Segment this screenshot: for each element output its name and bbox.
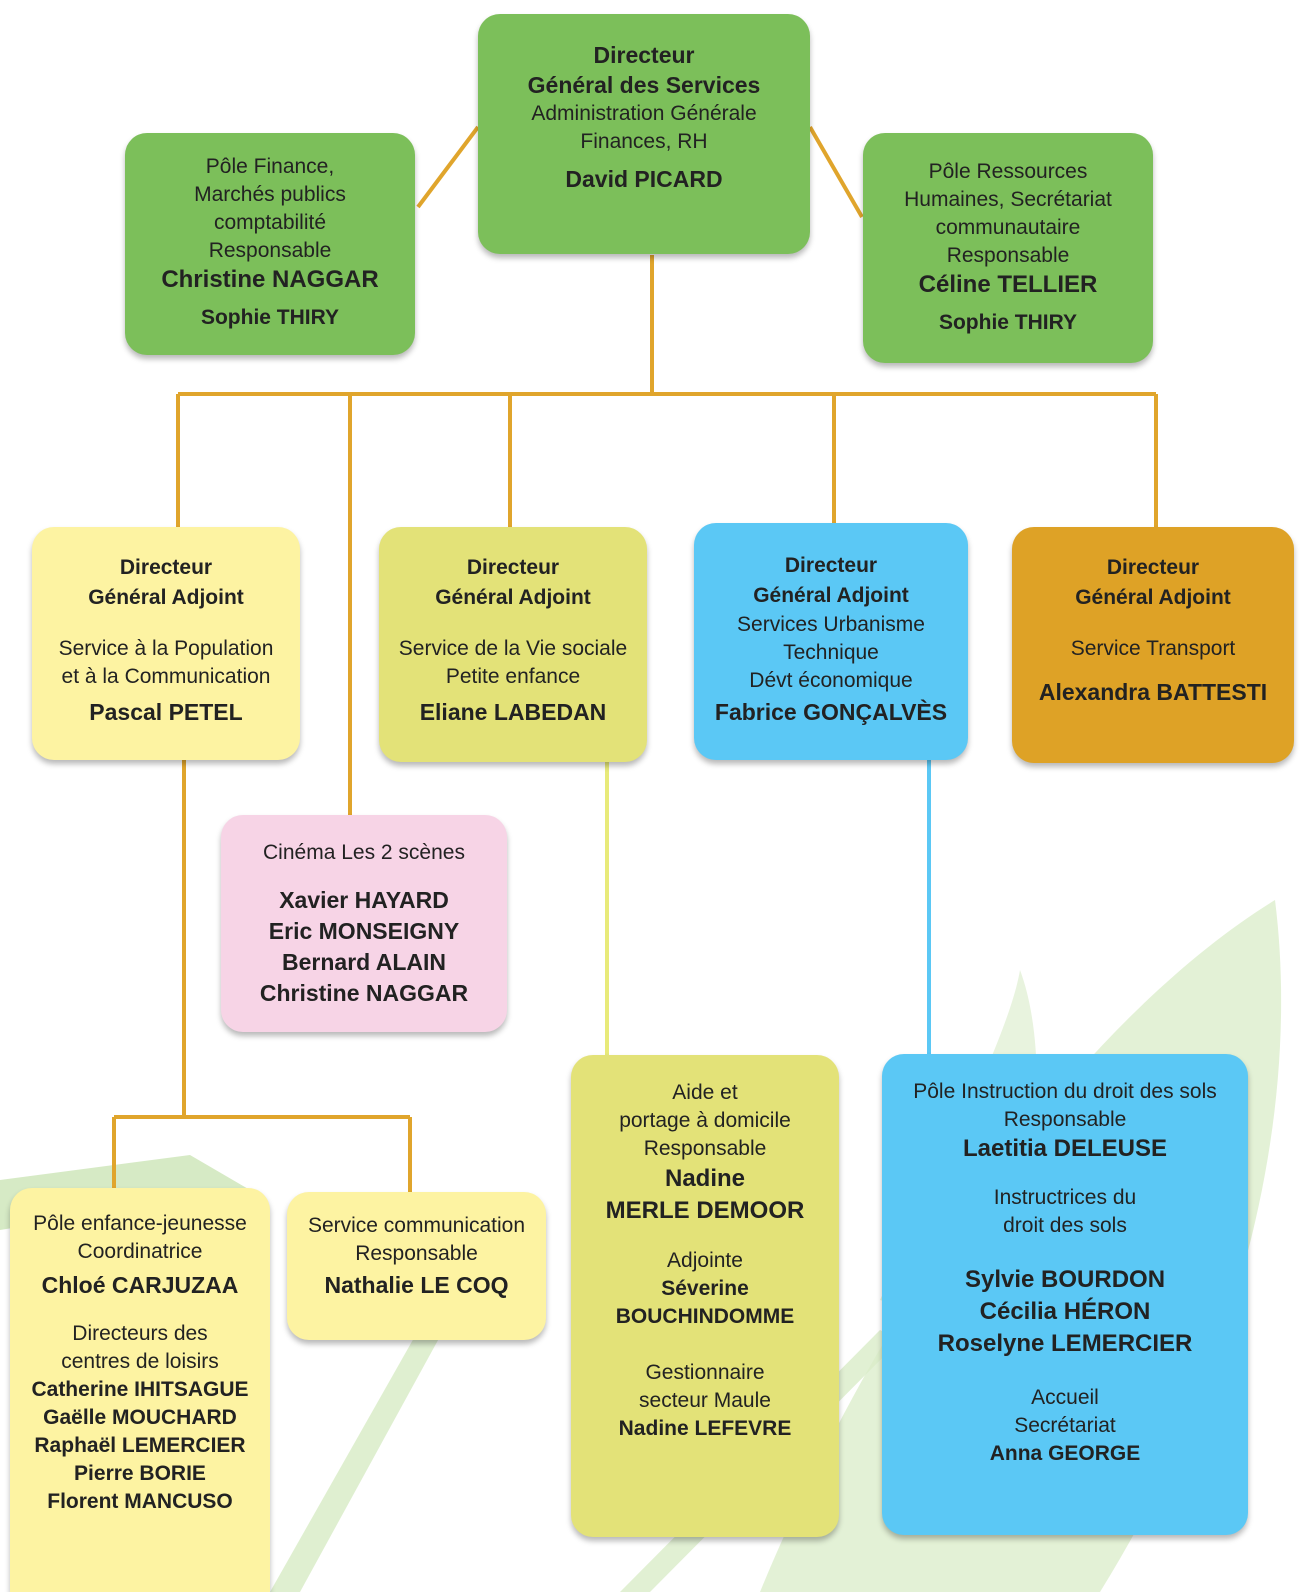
enfance-name: Chloé CARJUZAA — [41, 1272, 239, 1298]
dga-transport-name: Alexandra BATTESTI — [1038, 679, 1268, 705]
dga-urbanisme-scope-3: Dévt économique — [749, 669, 913, 692]
rh-line-4: Responsable — [946, 244, 1070, 267]
aide-name-2: MERLE DEMOOR — [605, 1197, 805, 1224]
dgs-scope-1: Administration Générale — [531, 102, 757, 125]
cinema-name-4: Christine NAGGAR — [259, 980, 469, 1006]
aide-name-3: Séverine — [661, 1277, 749, 1300]
dga-population-box: Directeur Général Adjoint Service à la P… — [32, 527, 300, 760]
aide-line-1: Aide et — [672, 1081, 738, 1104]
enfance-box: Pôle enfance-jeunesse Coordinatrice Chlo… — [10, 1188, 270, 1592]
dga-urbanisme-name: Fabrice GONÇALVÈS — [714, 699, 948, 725]
sols-line-4: droit des sols — [1003, 1214, 1127, 1237]
rh-line-2: Humaines, Secrétariat — [904, 188, 1112, 211]
rh-name: Céline TELLIER — [918, 271, 1098, 298]
dga-urbanisme-title-2: Général Adjoint — [753, 584, 909, 607]
sols-name: Laetitia DELEUSE — [962, 1135, 1168, 1162]
sols-line-2: Responsable — [1003, 1108, 1127, 1131]
communication-line-2: Responsable — [355, 1242, 478, 1265]
dga-population-scope-2: et à la Communication — [61, 665, 271, 688]
enfance-director-3: Raphaël LEMERCIER — [34, 1434, 246, 1457]
finance-line-4: Responsable — [208, 239, 332, 262]
enfance-line-4: centres de loisirs — [61, 1350, 219, 1373]
communication-line-1: Service communication — [307, 1214, 526, 1237]
finance-line-3: comptabilité — [213, 211, 327, 234]
rh-line-1: Pôle Ressources — [928, 160, 1088, 183]
dga-population-title-2: Général Adjoint — [88, 586, 244, 609]
dgs-title-1: Directeur — [593, 42, 695, 68]
dga-social-scope-2: Petite enfance — [445, 665, 581, 688]
enfance-director-4: Pierre BORIE — [74, 1462, 206, 1485]
dga-population-name: Pascal PETEL — [89, 699, 243, 725]
dga-urbanisme-box: Directeur Général Adjoint Services Urban… — [694, 523, 968, 760]
sols-instructor-2: Cécilia HÉRON — [979, 1298, 1151, 1325]
sols-instructor-1: Sylvie BOURDON — [964, 1266, 1166, 1293]
dgs-title-2: Général des Services — [527, 72, 761, 98]
cinema-box: Cinéma Les 2 scènes Xavier HAYARD Eric M… — [221, 815, 507, 1032]
aide-line-4: Adjointe — [667, 1249, 743, 1272]
rh-name-2: Sophie THIRY — [938, 311, 1078, 334]
dga-population-title-1: Directeur — [119, 556, 213, 579]
sols-line-5: Accueil — [1031, 1386, 1099, 1409]
dga-urbanisme-title-1: Directeur — [784, 554, 878, 577]
finance-box: Pôle Finance, Marchés publics comptabili… — [125, 133, 415, 355]
enfance-line-1: Pôle enfance-jeunesse — [33, 1212, 247, 1235]
communication-name: Nathalie LE COQ — [324, 1272, 509, 1298]
rh-box: Pôle Ressources Humaines, Secrétariat co… — [863, 133, 1153, 363]
dga-transport-scope: Service Transport — [1070, 637, 1236, 660]
finance-name: Christine NAGGAR — [161, 266, 379, 293]
enfance-director-1: Catherine IHITSAGUE — [31, 1378, 249, 1401]
sols-line-1: Pôle Instruction du droit des sols — [913, 1080, 1217, 1103]
sols-line-3: Instructrices du — [993, 1186, 1137, 1209]
sols-name-2: Anna GEORGE — [989, 1442, 1141, 1465]
aide-line-5: Gestionnaire — [645, 1361, 765, 1384]
enfance-line-3: Directeurs des — [72, 1322, 208, 1345]
aide-box: Aide et portage à domicile Responsable N… — [571, 1055, 839, 1537]
communication-box: Service communication Responsable Nathal… — [287, 1192, 546, 1340]
rh-line-3: communautaire — [935, 216, 1081, 239]
cinema-name-2: Eric MONSEIGNY — [268, 918, 460, 944]
aide-name-5: Nadine LEFEVRE — [618, 1417, 792, 1440]
dga-social-name: Eliane LABEDAN — [419, 699, 607, 725]
dga-urbanisme-scope-1: Services Urbanisme — [737, 613, 925, 636]
dgs-scope-2: Finances, RH — [580, 130, 708, 153]
enfance-director-2: Gaëlle MOUCHARD — [43, 1406, 237, 1429]
dgs-box: Directeur Général des Services Administr… — [478, 14, 810, 254]
cinema-title: Cinéma Les 2 scènes — [263, 841, 465, 864]
dga-population-scope-1: Service à la Population — [58, 637, 274, 660]
dga-transport-box: Directeur Général Adjoint Service Transp… — [1012, 527, 1294, 763]
enfance-director-5: Florent MANCUSO — [47, 1490, 233, 1513]
aide-line-3: Responsable — [643, 1137, 767, 1160]
dga-social-title-2: Général Adjoint — [435, 586, 591, 609]
cinema-name-3: Bernard ALAIN — [282, 949, 446, 975]
dga-social-box: Directeur Général Adjoint Service de la … — [379, 527, 647, 762]
dgs-name: David PICARD — [565, 166, 723, 192]
finance-name-2: Sophie THIRY — [200, 306, 340, 329]
finance-line-1: Pôle Finance, — [205, 155, 335, 178]
sols-instructor-3: Roselyne LEMERCIER — [937, 1330, 1193, 1357]
dga-urbanisme-scope-2: Technique — [783, 641, 879, 664]
leaf-stripe — [270, 1292, 460, 1592]
finance-line-2: Marchés publics — [194, 183, 346, 206]
cinema-name-1: Xavier HAYARD — [279, 887, 449, 913]
aide-line-2: portage à domicile — [619, 1109, 791, 1132]
aide-name-1: Nadine — [664, 1165, 745, 1192]
dga-social-scope-1: Service de la Vie sociale — [398, 637, 628, 660]
aide-line-6: secteur Maule — [639, 1389, 771, 1412]
enfance-line-2: Coordinatrice — [77, 1240, 203, 1263]
sols-line-6: Secrétariat — [1014, 1414, 1116, 1437]
dga-transport-title-1: Directeur — [1106, 556, 1200, 579]
dga-transport-title-2: Général Adjoint — [1075, 586, 1231, 609]
aide-name-4: BOUCHINDOMME — [615, 1305, 795, 1328]
dga-social-title-1: Directeur — [466, 556, 560, 579]
sols-box: Pôle Instruction du droit des sols Respo… — [882, 1054, 1248, 1535]
